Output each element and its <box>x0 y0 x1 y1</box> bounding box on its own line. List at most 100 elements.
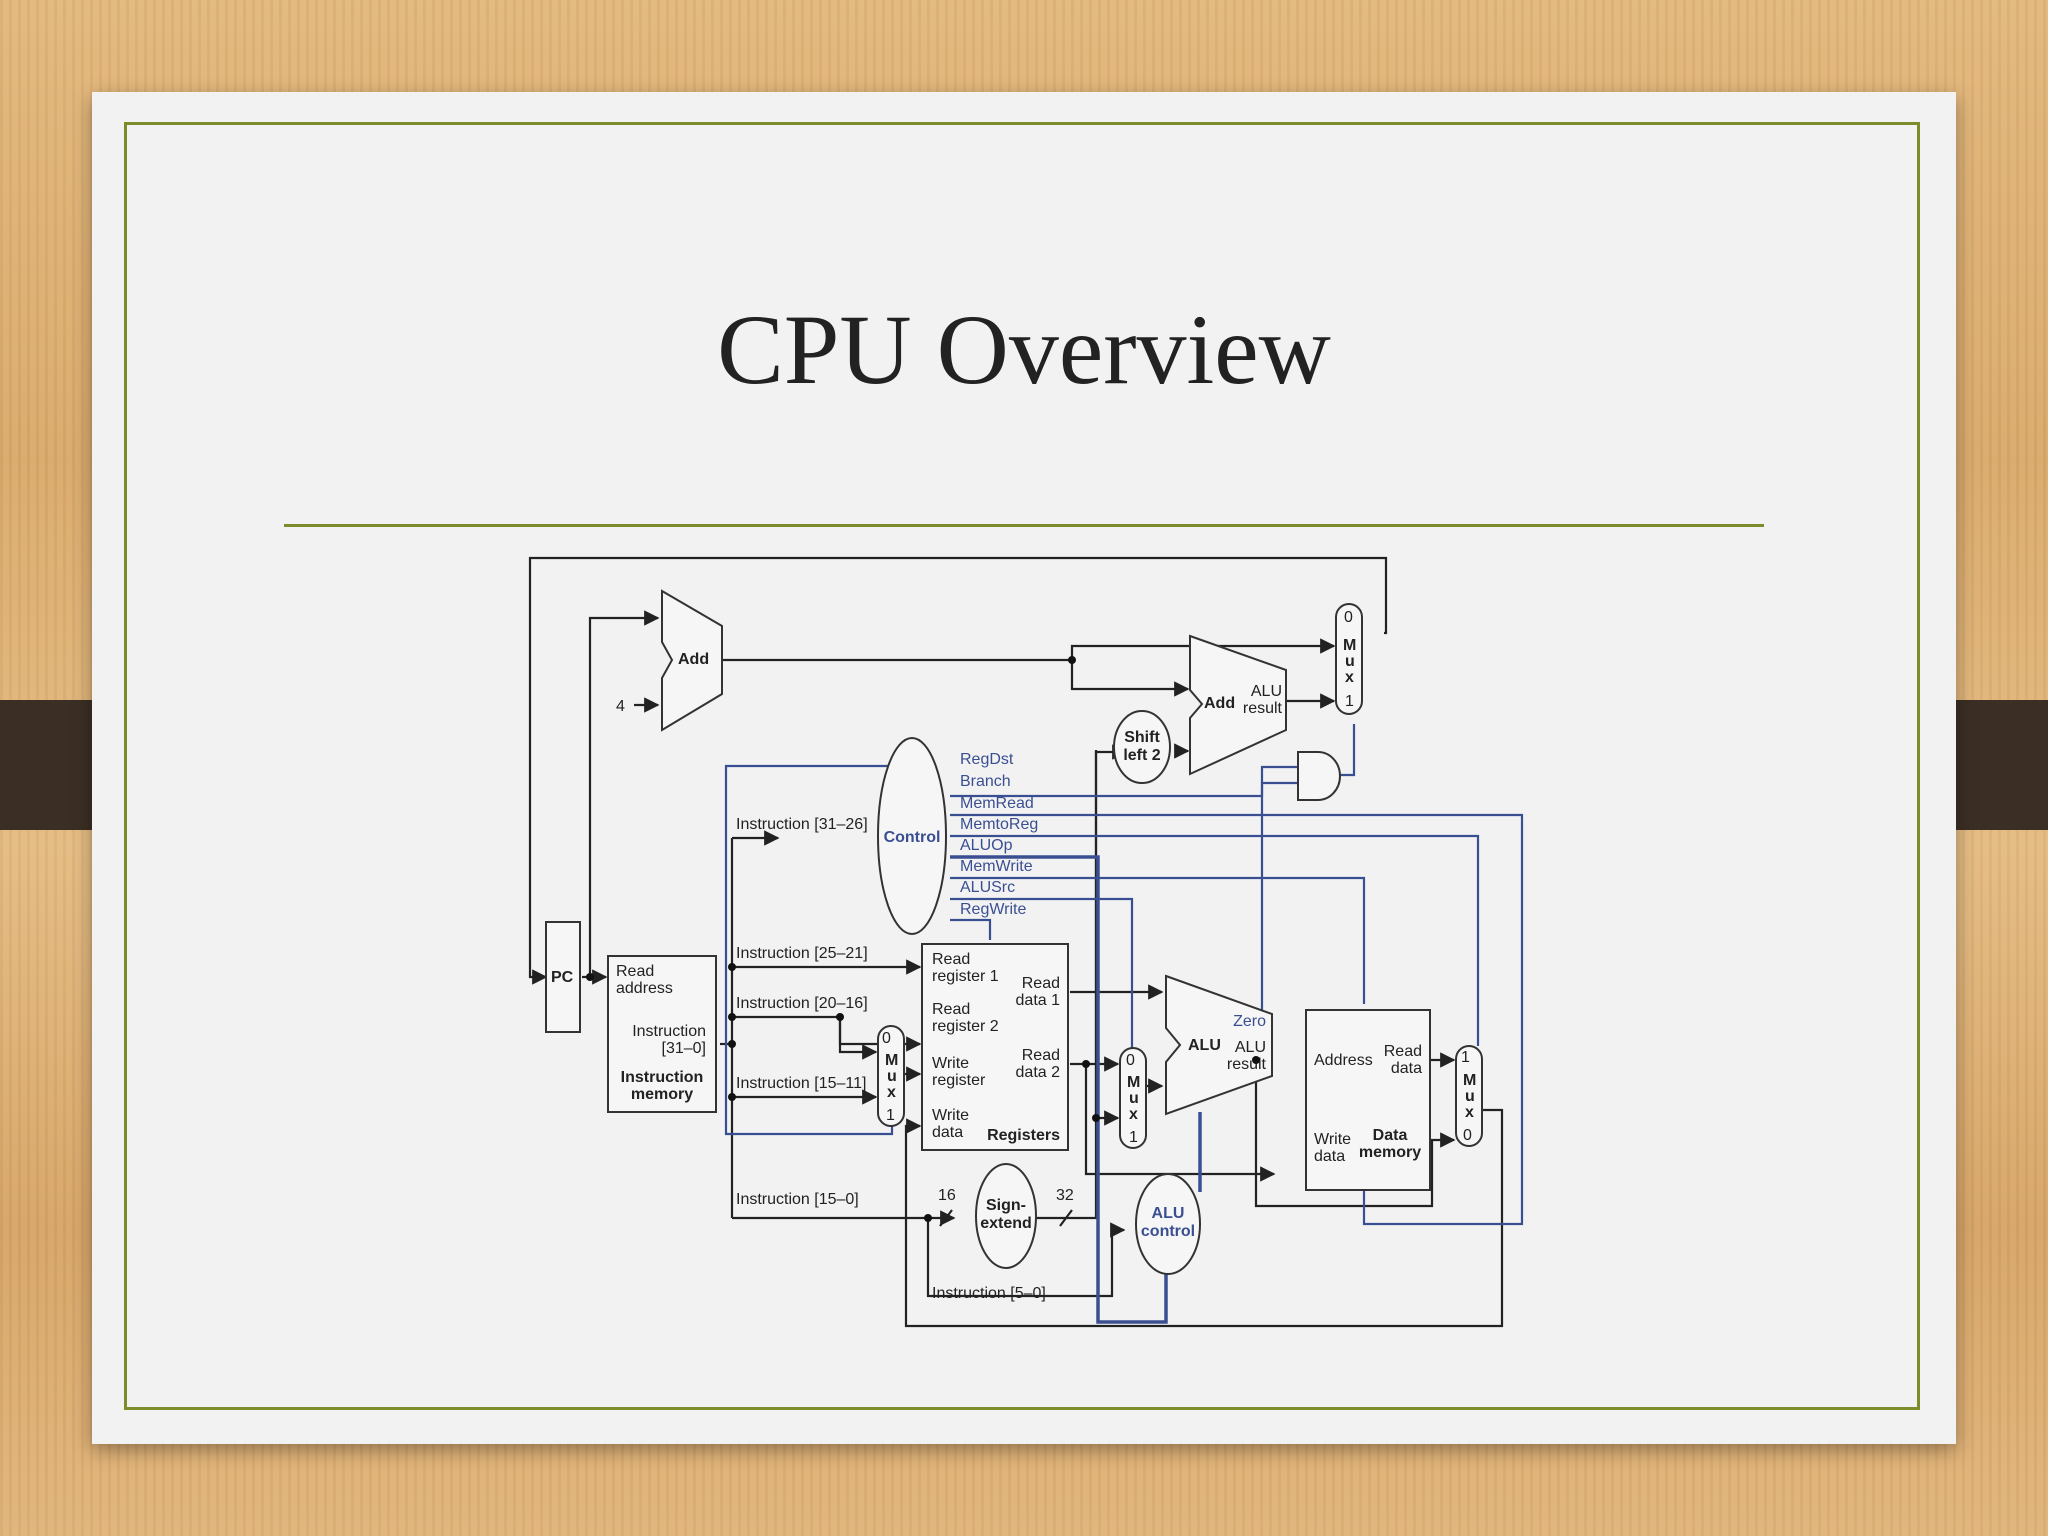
alu-zero-label: Zero <box>1233 1013 1266 1030</box>
sign-extend-label: Sign- <box>986 1197 1026 1214</box>
regdst-mux-u: u <box>887 1068 897 1085</box>
pc-adder-label: Add <box>678 651 709 668</box>
pcsrc-mux-zero: 0 <box>1344 609 1353 626</box>
alusrc-mux <box>1119 1047 1147 1149</box>
imem-instruction-bits: [31–0] <box>662 1040 706 1057</box>
regs-read-data2: Read <box>1022 1047 1060 1064</box>
data-wires <box>528 556 1504 1328</box>
field-15-0: Instruction [15–0] <box>736 1191 859 1208</box>
signal-memtoreg: MemtoReg <box>960 816 1038 833</box>
regs-read-reg2-2: register 2 <box>932 1018 999 1035</box>
field-5-0: Instruction [5–0] <box>932 1285 1046 1302</box>
signal-branch: Branch <box>960 773 1011 790</box>
regdst-mux-m: M <box>885 1052 898 1069</box>
regs-read-reg1-2: register 1 <box>932 968 999 985</box>
alusrc-mux-u: u <box>1129 1090 1139 1107</box>
control-unit <box>877 737 947 935</box>
pc-adder <box>661 589 723 732</box>
alu <box>1165 974 1273 1116</box>
wire-junctions <box>586 656 1260 1222</box>
slide-border <box>124 122 1920 1410</box>
bus-width-tick-32 <box>1059 1209 1073 1227</box>
alusrc-mux-x: x <box>1129 1106 1138 1123</box>
constant-four-label: 4 <box>616 698 625 715</box>
field-25-21: Instruction [25–21] <box>736 945 868 962</box>
title-divider <box>284 524 1764 527</box>
regs-write-reg: Write <box>932 1055 969 1072</box>
alusrc-mux-zero: 0 <box>1126 1052 1135 1069</box>
regs-read-data1-2: data 1 <box>1016 992 1061 1009</box>
alu-control-label: ALU <box>1152 1205 1185 1222</box>
bus-width-tick-16 <box>939 1209 953 1227</box>
field-31-26: Instruction [31–26] <box>736 816 868 833</box>
sign-extend-label-2: extend <box>980 1215 1032 1232</box>
dmem-address-label: Address <box>1314 1052 1373 1069</box>
alu-label: ALU <box>1188 1037 1221 1054</box>
imem-read-address-label: Read <box>616 963 654 980</box>
dmem-read-data-label-2: data <box>1391 1060 1422 1077</box>
regs-read-data2-2: data 2 <box>1016 1064 1061 1081</box>
regs-write-reg-2: register <box>932 1072 986 1089</box>
regdst-mux <box>877 1025 905 1127</box>
regs-name: Registers <box>987 1127 1060 1144</box>
memtoreg-mux-m: M <box>1463 1072 1476 1089</box>
cpu-datapath-diagram: Add 4 PC Read address Instruction [31–0]… <box>528 556 1524 1328</box>
memtoreg-mux-x: x <box>1465 1104 1474 1121</box>
signal-alusrc: ALUSrc <box>960 879 1015 896</box>
data-memory <box>1305 1009 1431 1191</box>
register-file <box>921 943 1069 1151</box>
instruction-memory <box>607 955 717 1113</box>
alu-control-label-2: control <box>1141 1223 1195 1240</box>
pcsrc-mux-m: M <box>1343 637 1356 654</box>
dmem-write-data-label-2: data <box>1314 1148 1345 1165</box>
alu-control-unit <box>1135 1173 1201 1275</box>
dmem-read-data-label: Read <box>1384 1043 1422 1060</box>
branch-adder-label: Add <box>1204 695 1235 712</box>
regdst-mux-one: 1 <box>886 1107 895 1124</box>
control-label: Control <box>884 829 941 846</box>
shift-left-label: Shift <box>1124 729 1160 746</box>
shift-left-label-2: left 2 <box>1123 747 1160 764</box>
signal-memwrite: MemWrite <box>960 858 1033 875</box>
signal-aluop: ALUOp <box>960 837 1013 854</box>
pcsrc-mux <box>1335 603 1363 715</box>
width-16-label: 16 <box>938 1187 956 1204</box>
imem-instruction-label: Instruction <box>632 1023 706 1040</box>
regdst-mux-zero: 0 <box>882 1030 891 1047</box>
regs-write-data: Write <box>932 1107 969 1124</box>
width-32-label: 32 <box>1056 1187 1074 1204</box>
branch-adder-result-2: result <box>1243 700 1283 717</box>
imem-name-2: memory <box>631 1086 693 1103</box>
regs-read-reg2: Read <box>932 1001 970 1018</box>
memtoreg-mux-zero: 0 <box>1463 1127 1472 1144</box>
regs-read-reg1: Read <box>932 951 970 968</box>
field-20-16: Instruction [20–16] <box>736 995 868 1012</box>
alusrc-mux-one: 1 <box>1129 1129 1138 1146</box>
memtoreg-mux-u: u <box>1465 1088 1475 1105</box>
imem-read-address-label-2: address <box>616 980 673 997</box>
slide-title: CPU Overview <box>717 294 1331 405</box>
regdst-mux-x: x <box>887 1084 896 1101</box>
alu-result-label: ALU <box>1235 1039 1266 1056</box>
control-wires <box>724 724 1524 1324</box>
memtoreg-mux <box>1455 1045 1483 1147</box>
field-15-11: Instruction [15–11] <box>736 1075 866 1092</box>
dmem-name-2: memory <box>1359 1144 1421 1161</box>
branch-and-gate <box>1297 751 1341 801</box>
pcsrc-mux-one: 1 <box>1345 693 1354 710</box>
pcsrc-mux-u: u <box>1345 653 1355 670</box>
regs-write-data-2: data <box>932 1124 963 1141</box>
sign-extend-unit <box>975 1163 1037 1269</box>
signal-regdst: RegDst <box>960 751 1014 768</box>
memtoreg-mux-one: 1 <box>1461 1049 1470 1066</box>
pc-label: PC <box>551 969 574 986</box>
signal-regwrite: RegWrite <box>960 901 1026 918</box>
regs-read-data1: Read <box>1022 975 1060 992</box>
dmem-write-data-label: Write <box>1314 1131 1351 1148</box>
branch-adder <box>1189 634 1287 776</box>
dmem-name: Data <box>1373 1127 1408 1144</box>
shift-left-2-unit <box>1113 710 1171 784</box>
branch-adder-result: ALU <box>1251 683 1282 700</box>
imem-name: Instruction <box>621 1069 704 1086</box>
alusrc-mux-m: M <box>1127 1074 1140 1091</box>
